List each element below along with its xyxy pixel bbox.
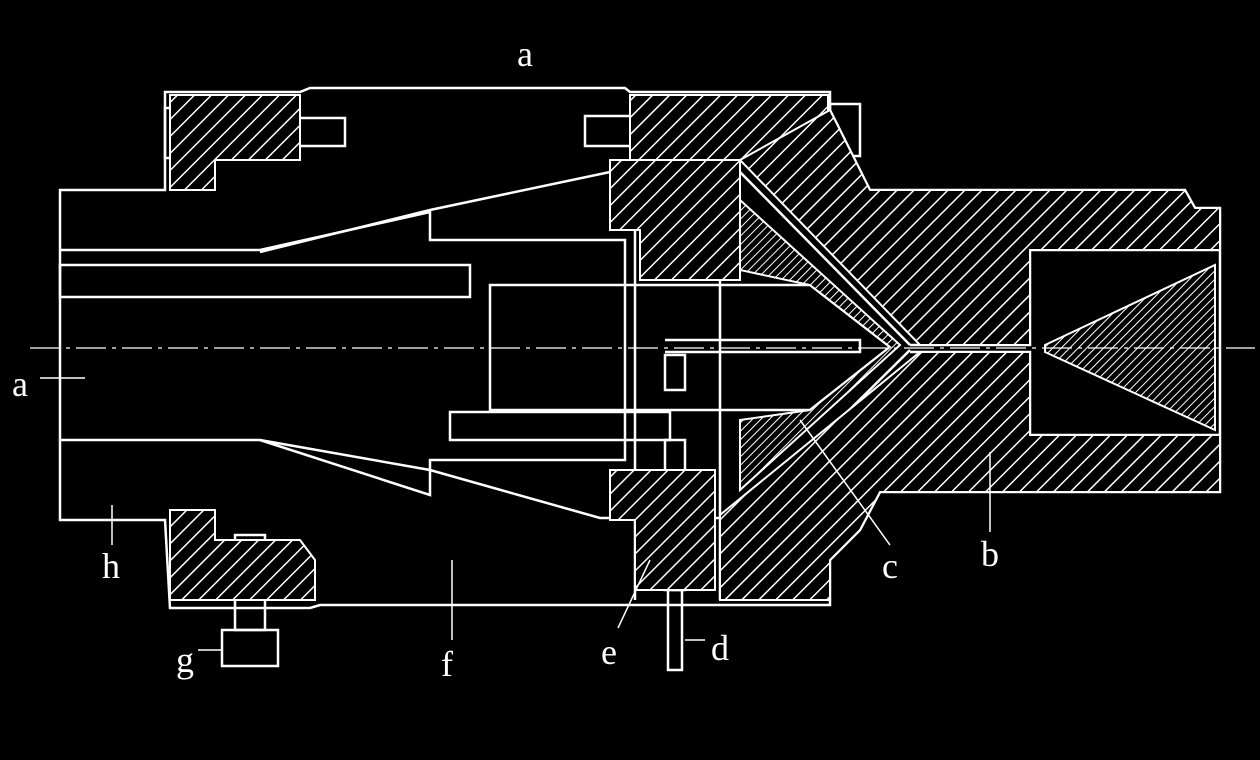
label-h: h	[102, 546, 120, 586]
hatch-top-left-flange	[169, 94, 301, 191]
hatch-nozzle-insert	[1044, 263, 1216, 432]
bolt-bottom-left-head	[220, 628, 280, 668]
center-sensor-body	[663, 353, 687, 392]
label-d: d	[711, 628, 729, 668]
sensor-d-tip	[666, 588, 684, 672]
label-a-top: a	[517, 34, 533, 74]
hatch-retainer-upper	[609, 159, 741, 281]
label-b: b	[981, 534, 999, 574]
rod-upper	[58, 263, 472, 299]
label-f: f	[441, 644, 453, 684]
center-sensor	[665, 338, 862, 354]
label-a-left: a	[12, 364, 28, 404]
label-c: c	[882, 546, 898, 586]
hatch-die-body	[738, 108, 1221, 346]
hatch-bottom-left-flange	[169, 509, 316, 601]
hatch-mandrel-tip	[739, 197, 902, 493]
label-e: e	[601, 632, 617, 672]
bore-outline	[60, 210, 627, 497]
hatch-die-body-lower	[719, 351, 1221, 601]
label-g: g	[176, 640, 194, 680]
hatch-retainer-e	[609, 469, 716, 591]
leader-c	[799, 419, 891, 546]
leader-e	[617, 559, 651, 629]
rod-lower	[448, 410, 672, 442]
